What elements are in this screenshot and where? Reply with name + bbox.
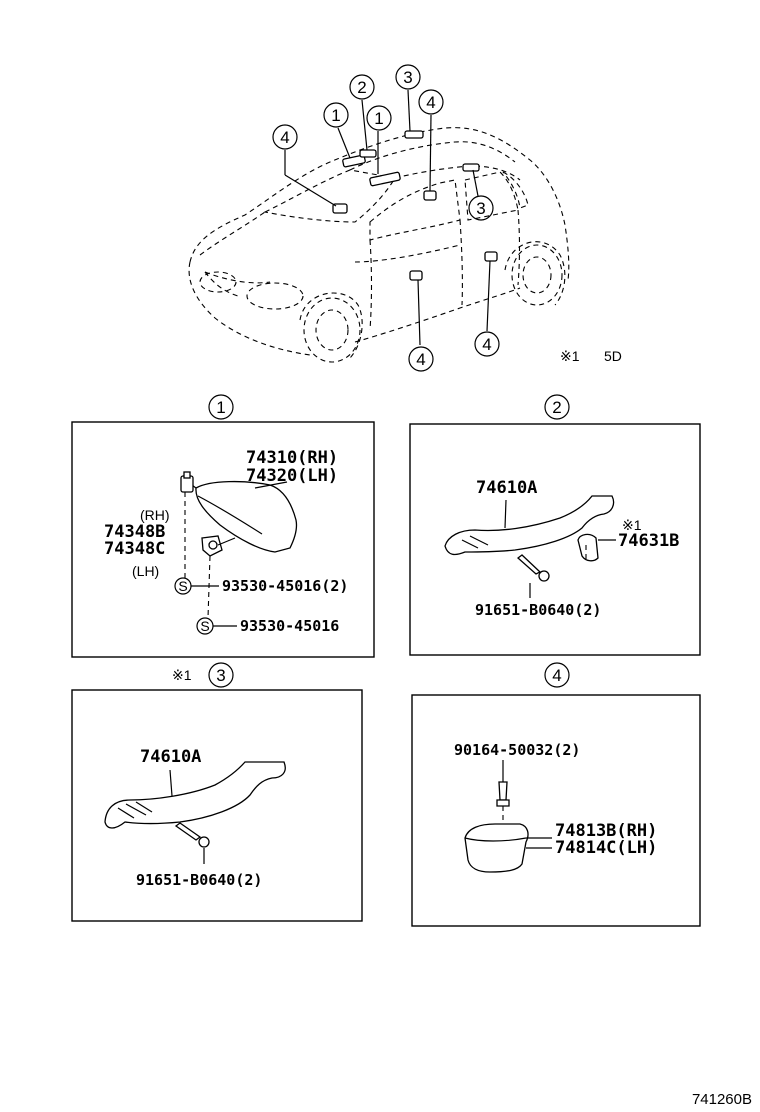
- svg-text:4: 4: [482, 335, 491, 354]
- svg-text:4: 4: [416, 350, 425, 369]
- svg-text:2: 2: [357, 78, 366, 97]
- p3-note-mark: ※1: [172, 667, 192, 683]
- p4-label-90164: 90164-50032(2): [454, 741, 580, 759]
- callout-1-overview-b: 1: [366, 105, 392, 131]
- grip-handle-drawing-p3: [104, 761, 286, 829]
- callout-3-overview-a: 3: [395, 64, 421, 90]
- p1-label-74348c: 74348C: [104, 539, 165, 559]
- panel-3-number: 3: [216, 666, 225, 685]
- svg-text:1: 1: [331, 106, 340, 125]
- p1-label-74320: 74320(LH): [246, 466, 338, 486]
- panel-1-frame: [71, 421, 375, 658]
- panel-2-number: 2: [552, 398, 561, 417]
- p1-label-74348b: 74348B: [104, 522, 165, 542]
- callout-2-overview: 2: [349, 74, 375, 100]
- callout-4-overview-d: 4: [408, 346, 434, 372]
- svg-text:4: 4: [280, 128, 289, 147]
- p2-label-74610a: 74610A: [476, 478, 537, 498]
- panel-2-frame: [409, 423, 701, 656]
- p1-s-mark-2: S: [200, 618, 209, 634]
- p4-label-74813b: 74813B(RH): [555, 821, 657, 841]
- car-overview: 4 1 2 1 3 4 3 4: [188, 64, 622, 372]
- panel-3-frame: [71, 689, 363, 922]
- figure-id: 741260B: [692, 1091, 752, 1108]
- panel-4-frame: [411, 694, 701, 927]
- panel-2: 2 74610A ※1 74631B 91651-B0640(2): [409, 394, 701, 656]
- svg-text:3: 3: [476, 199, 485, 218]
- grip-pocket-drawing: [464, 823, 529, 873]
- p1-label-93530: 93530-45016: [240, 617, 339, 635]
- overview-note-mark: ※1: [560, 348, 580, 364]
- grip-handle-drawing-p2: [444, 495, 615, 556]
- p1-label-rh: (RH): [140, 507, 170, 523]
- svg-text:4: 4: [426, 93, 435, 112]
- p3-label-91651: 91651-B0640(2): [136, 871, 262, 889]
- sun-visor-drawing: [195, 480, 298, 553]
- p3-label-74610a: 74610A: [140, 747, 201, 767]
- panel-1: 1 74310(RH) 74320(LH) (RH) 74348B 74348C…: [71, 394, 375, 658]
- panel-3: ※1 3 74610A 91651-B0640(2): [71, 662, 363, 922]
- panel-4-number: 4: [552, 666, 561, 685]
- callout-4-overview-b: 4: [418, 89, 444, 115]
- panel-4: 4 90164-50032(2) 74813B(RH) 74814C(LH): [411, 662, 701, 927]
- svg-text:1: 1: [374, 109, 383, 128]
- callout-1-overview-a: 1: [323, 102, 349, 128]
- callout-3-overview-b: 3: [468, 195, 494, 221]
- p1-label-74310: 74310(RH): [246, 448, 338, 468]
- panel-1-number: 1: [216, 398, 225, 417]
- p1-label-93530-2: 93530-45016(2): [222, 577, 348, 595]
- p2-label-74631b: 74631B: [618, 531, 679, 551]
- callout-4-overview-c: 4: [474, 331, 500, 357]
- p4-label-74814c: 74814C(LH): [555, 838, 657, 858]
- p1-label-lh: (LH): [132, 563, 159, 579]
- p1-s-mark-1: S: [178, 578, 187, 594]
- overview-note-text: 5D: [604, 348, 622, 364]
- p2-label-91651: 91651-B0640(2): [475, 601, 601, 619]
- svg-text:3: 3: [403, 68, 412, 87]
- p2-note-mark: ※1: [622, 517, 642, 533]
- callout-4-overview-a: 4: [272, 124, 298, 150]
